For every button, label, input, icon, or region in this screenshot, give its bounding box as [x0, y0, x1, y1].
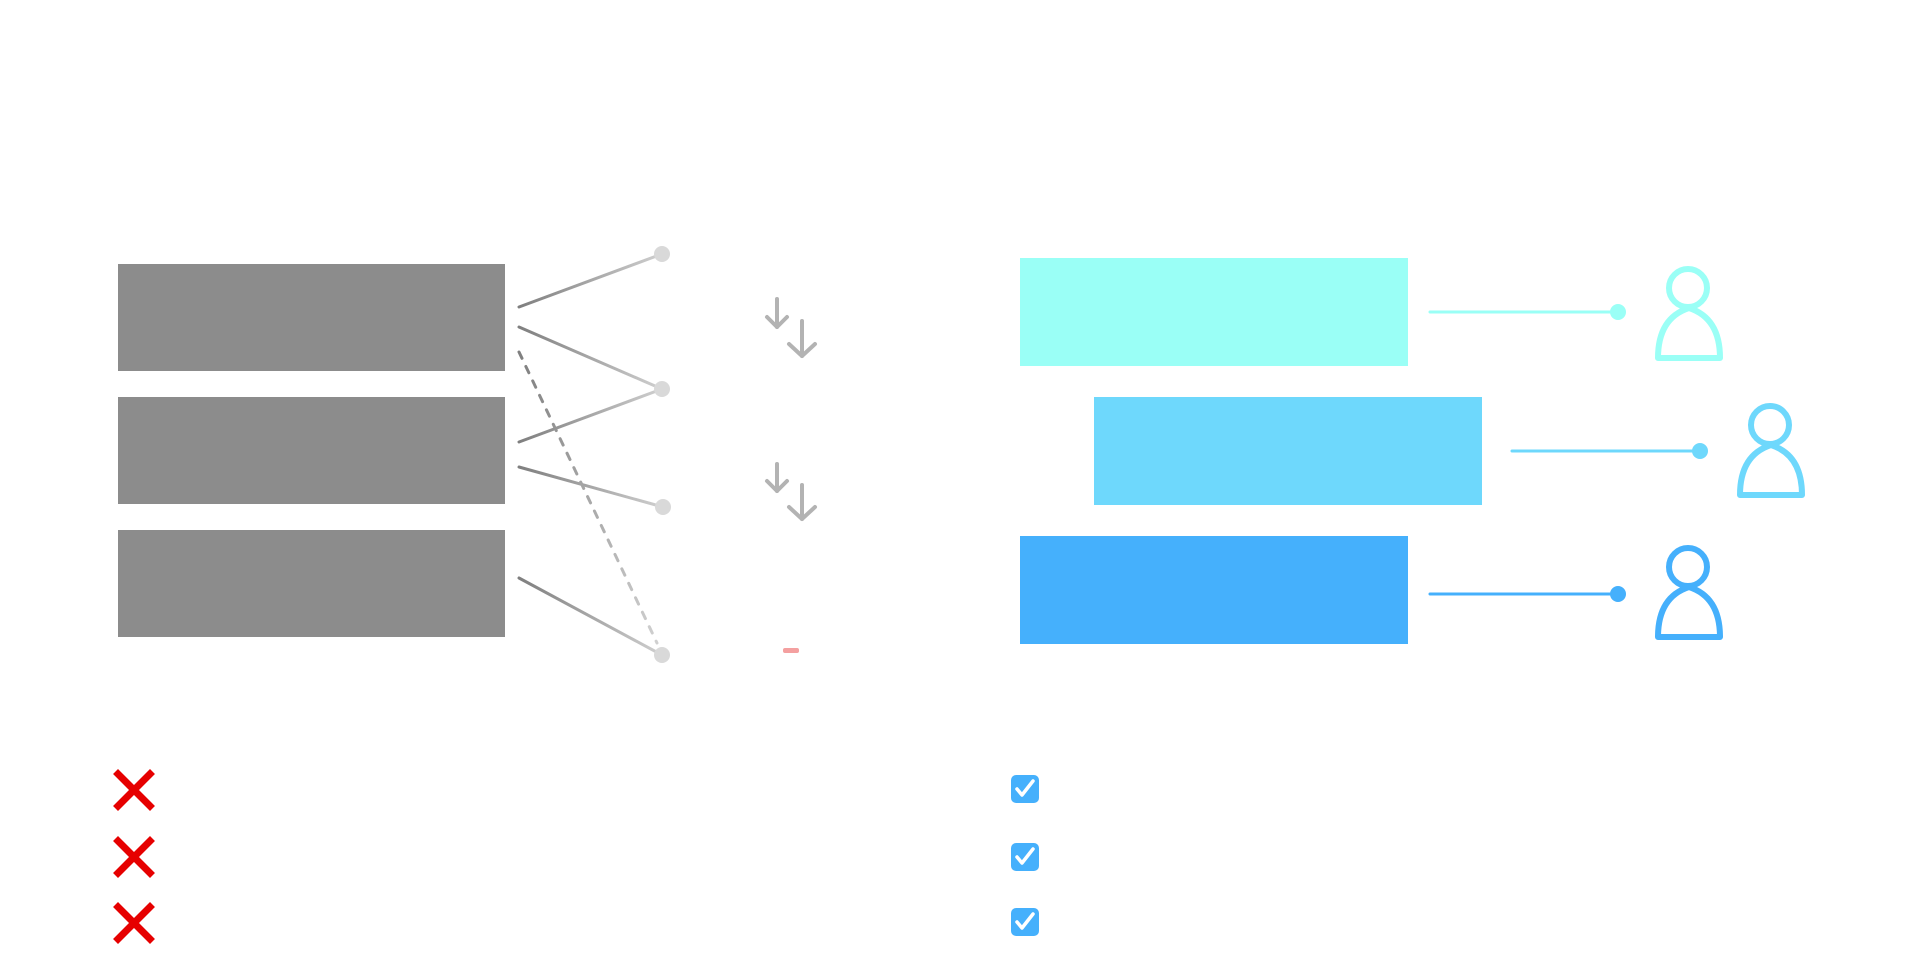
user-icon: [1655, 266, 1723, 361]
node-dot: [654, 381, 670, 397]
left-connectors: [517, 252, 665, 657]
checkbox-checked-icon: [1010, 907, 1058, 937]
right-connectors: [1428, 304, 1708, 602]
cross-list-item: [112, 768, 160, 816]
user-icon: [1655, 545, 1723, 640]
blue-bar: [1020, 536, 1408, 644]
cross-list-item: [112, 835, 160, 883]
gray-bar-1: [118, 264, 505, 371]
node-dot: [654, 647, 670, 663]
node-dot: [655, 499, 671, 515]
connector-dashed-line: [517, 350, 659, 645]
node-dot: [1692, 443, 1708, 459]
checkbox-checked-icon: [1010, 774, 1058, 804]
check-list-item: [1010, 774, 1058, 822]
node-dot: [1610, 586, 1626, 602]
cross-icon: [112, 768, 160, 812]
connector-line: [517, 576, 664, 657]
right-bars: [1020, 258, 1482, 644]
sky-bar: [1094, 397, 1482, 505]
gray-bar-3: [118, 530, 505, 637]
node-dot: [1610, 304, 1626, 320]
connector-line: [517, 465, 665, 509]
check-list-item: [1010, 842, 1058, 890]
arrow-down-icon: [765, 462, 817, 521]
arrow-down-icon: [765, 297, 817, 358]
cross-icon: [112, 901, 160, 945]
node-dot: [654, 246, 670, 262]
connector-line: [517, 252, 664, 309]
checkbox-checked-icon: [1010, 842, 1058, 872]
red-marker: [783, 648, 799, 653]
teal-bar: [1020, 258, 1408, 366]
connector-line: [517, 387, 664, 444]
user-icon: [1737, 403, 1805, 498]
cross-list-item: [112, 901, 160, 949]
connector-line: [517, 325, 664, 391]
cross-icon: [112, 835, 160, 879]
check-list-item: [1010, 907, 1058, 955]
left-bars: [118, 264, 505, 637]
left-nodes: [654, 246, 671, 663]
gray-bar-2: [118, 397, 505, 504]
